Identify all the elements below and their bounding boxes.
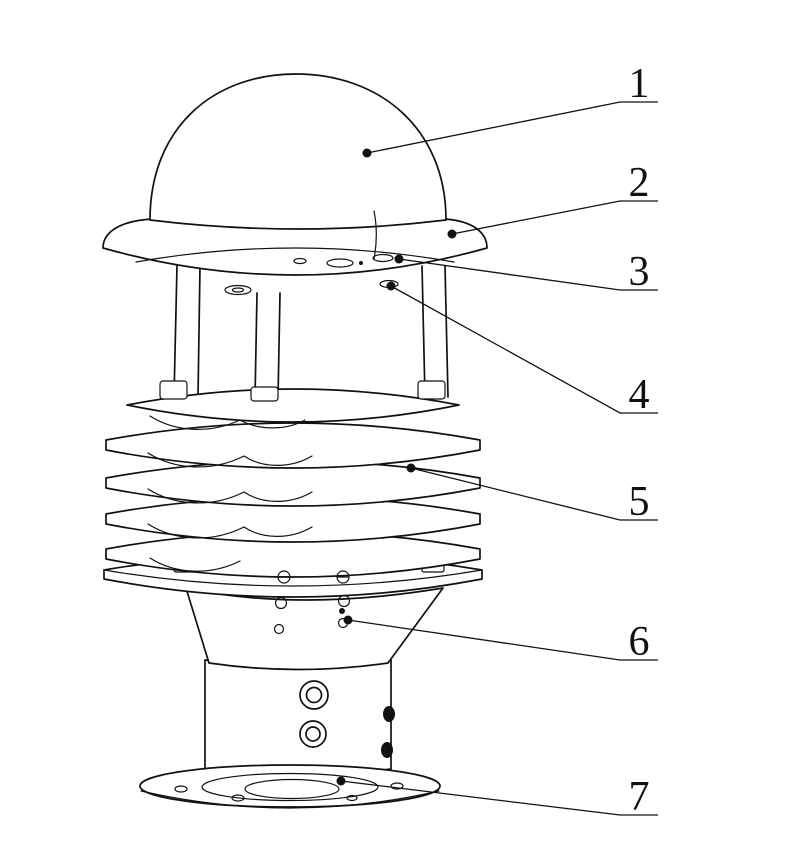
callout-6: 6 xyxy=(343,615,658,665)
callout-label-3: 3 xyxy=(629,249,650,295)
leader-line-6 xyxy=(347,619,658,661)
callout-7: 7 xyxy=(336,774,658,820)
callout-5: 5 xyxy=(406,463,658,525)
callout-label-4: 4 xyxy=(629,372,650,418)
dome xyxy=(149,73,447,260)
body-fastener-holes xyxy=(273,570,351,635)
louver-inner-edges xyxy=(147,415,313,572)
leader-line-5 xyxy=(410,467,658,521)
leader-dot-2 xyxy=(447,229,457,239)
callout-4: 4 xyxy=(386,281,658,418)
leader-dot-4 xyxy=(386,281,396,291)
leader-dot-1 xyxy=(362,148,372,158)
leader-dot-3 xyxy=(394,254,404,264)
callout-label-6: 6 xyxy=(629,619,650,665)
leader-line-7 xyxy=(340,780,658,816)
leader-line-3 xyxy=(398,258,658,291)
leader-dot-7 xyxy=(336,776,346,786)
leader-dot-5 xyxy=(406,463,416,473)
callout-3: 3 xyxy=(394,249,658,295)
leader-line-1 xyxy=(366,101,658,154)
louver-stack xyxy=(105,380,481,578)
callout-label-5: 5 xyxy=(629,479,650,525)
leader-line-4 xyxy=(390,285,658,414)
mounting-posts xyxy=(173,265,449,400)
lower-cylinder xyxy=(204,659,392,776)
base-flange xyxy=(139,764,441,809)
callout-label-2: 2 xyxy=(629,160,650,206)
callout-2: 2 xyxy=(447,160,658,239)
leader-dot-6 xyxy=(343,615,353,625)
tapered-body xyxy=(185,587,444,671)
leader-line-2 xyxy=(451,200,658,235)
cable-glands xyxy=(299,680,395,758)
callout-label-1: 1 xyxy=(629,61,650,107)
callout-label-7: 7 xyxy=(629,774,650,820)
callout-1: 1 xyxy=(362,61,658,158)
